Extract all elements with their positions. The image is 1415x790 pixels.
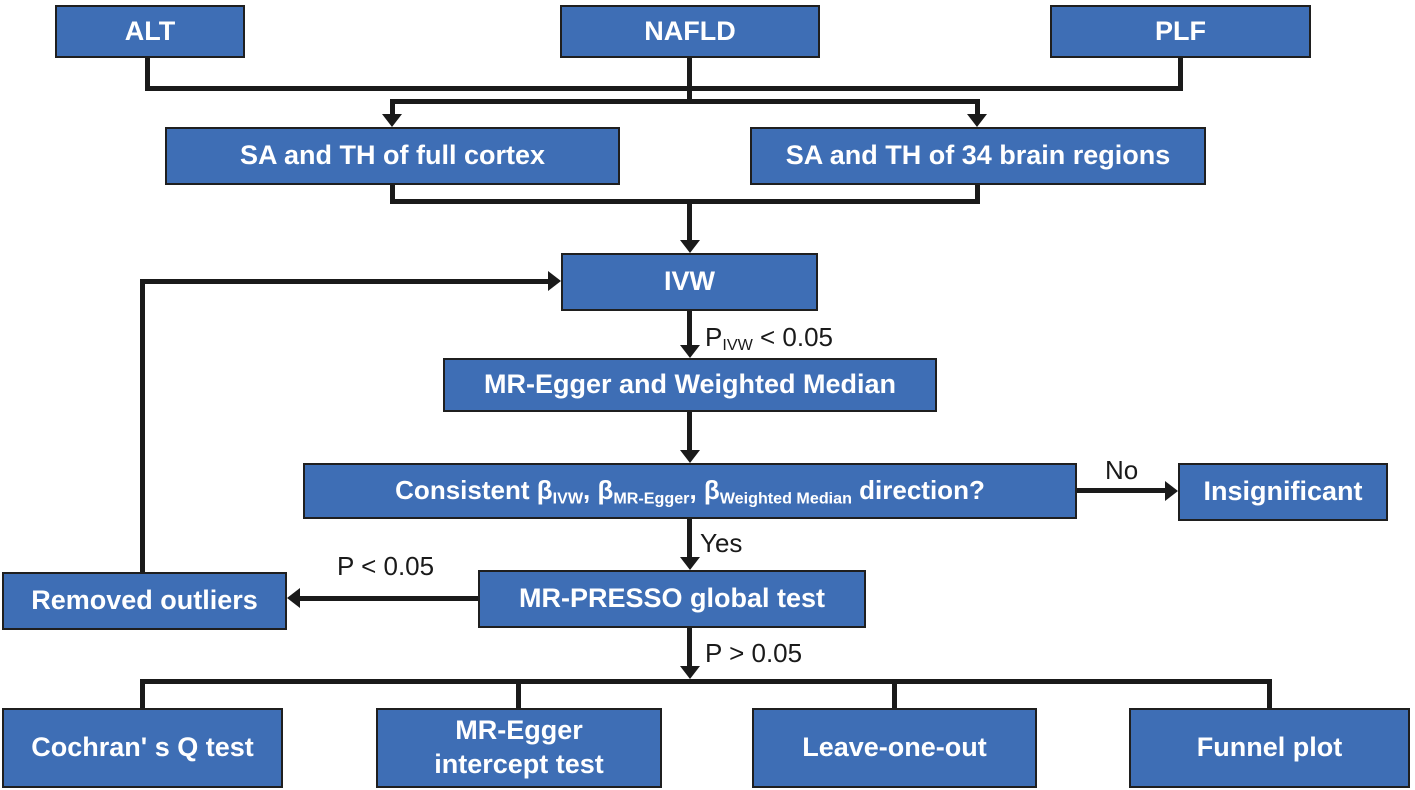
node-removed-outliers: Removed outliers xyxy=(2,572,287,630)
consistency-sub-ivw: IVW xyxy=(552,489,584,508)
node-full-cortex: SA and TH of full cortex xyxy=(165,127,620,185)
connector-p-less-branch xyxy=(300,596,478,601)
node-plf: PLF xyxy=(1050,5,1311,58)
connector-to-ivw xyxy=(687,199,692,241)
egger-intercept-line1: MR-Egger xyxy=(455,715,583,746)
connector-no-branch xyxy=(1077,488,1166,493)
consistency-sub-weighted-median: Weighted Median xyxy=(719,489,852,508)
connector-eggerwm-down xyxy=(687,412,692,451)
connector-bus-bottom xyxy=(140,679,1272,684)
node-cochran-q-test-label: Cochran' s Q test xyxy=(31,732,254,763)
edge-label-yes: Yes xyxy=(700,528,743,558)
node-insignificant-label: Insignificant xyxy=(1203,476,1363,507)
arrowhead-to-brain-regions xyxy=(967,114,987,127)
connector-egger-intercept-drop xyxy=(516,684,521,708)
arrowhead-to-ivw xyxy=(680,240,700,253)
node-nafld-label: NAFLD xyxy=(644,15,736,46)
node-leave-one-out: Leave-one-out xyxy=(752,708,1037,788)
node-full-cortex-label: SA and TH of full cortex xyxy=(239,140,545,171)
arrowhead-to-egger-wm xyxy=(680,345,700,358)
node-brain-regions-label: SA and TH of 34 brain regions xyxy=(785,140,1171,171)
node-insignificant: Insignificant xyxy=(1178,463,1388,521)
node-cochran-q-test: Cochran' s Q test xyxy=(2,708,283,788)
node-leave-one-out-label: Leave-one-out xyxy=(802,732,987,763)
arrowhead-feedback-to-ivw xyxy=(548,271,561,291)
arrowhead-to-insignificant xyxy=(1165,481,1178,501)
node-egger-weighted-median-label: MR-Egger and Weighted Median xyxy=(483,369,896,400)
connector-cochran-drop xyxy=(140,679,145,708)
arrowhead-to-full-cortex xyxy=(382,114,402,127)
arrowhead-to-sensitivity-bus xyxy=(680,666,700,679)
connector-feedback-vertical xyxy=(140,283,145,572)
consistency-sep1: , β xyxy=(583,474,614,505)
node-egger-weighted-median: MR-Egger and Weighted Median xyxy=(443,358,937,412)
node-ivw: IVW xyxy=(561,253,818,311)
p-ivw-rest: < 0.05 xyxy=(752,322,834,352)
connector-leave-one-out-drop xyxy=(892,684,897,708)
arrowhead-to-consistency xyxy=(680,450,700,463)
connector-full-cortex-drop xyxy=(390,185,395,204)
connector-feedback-horizontal xyxy=(140,279,548,284)
arrowhead-to-mr-presso xyxy=(680,557,700,570)
node-alt: ALT xyxy=(55,5,245,58)
node-plf-label: PLF xyxy=(1155,15,1206,46)
connector-to-brain-regions xyxy=(975,99,980,115)
egger-intercept-line2: intercept test xyxy=(434,749,604,779)
node-funnel-plot: Funnel plot xyxy=(1129,708,1410,788)
connector-bus-top-a xyxy=(145,86,1183,91)
p-ivw-prefix: P xyxy=(705,322,723,352)
edge-label-p-less: P < 0.05 xyxy=(337,551,435,581)
node-mr-presso: MR-PRESSO global test xyxy=(478,570,866,628)
arrowhead-to-removed-outliers xyxy=(287,588,300,608)
edge-label-p-greater: P > 0.05 xyxy=(705,638,803,668)
edge-label-p-ivw: PIVW < 0.05 xyxy=(705,322,833,355)
consistency-sep2: , β xyxy=(689,474,720,505)
connector-brain-regions-drop xyxy=(975,185,980,204)
connector-bus-top-b xyxy=(390,99,980,104)
connector-nafld-drop xyxy=(687,58,692,104)
node-nafld: NAFLD xyxy=(560,5,820,58)
consistency-sub-mr-egger: MR-Egger xyxy=(613,489,690,508)
node-brain-regions: SA and TH of 34 brain regions xyxy=(750,127,1206,185)
consistency-pre: Consistent β xyxy=(395,474,553,505)
connector-p-greater-branch xyxy=(687,628,692,667)
edge-label-no: No xyxy=(1105,455,1139,485)
p-ivw-subscript: IVW xyxy=(722,336,753,355)
node-removed-outliers-label: Removed outliers xyxy=(31,585,258,616)
node-ivw-label: IVW xyxy=(664,266,715,297)
node-mr-presso-label: MR-PRESSO global test xyxy=(518,583,826,614)
connector-ivw-down xyxy=(687,311,692,346)
connector-yes-branch xyxy=(687,519,692,558)
connector-alt-drop xyxy=(145,58,150,91)
connector-to-full-cortex xyxy=(390,99,395,115)
connector-bus-mid xyxy=(390,199,980,204)
node-alt-label: ALT xyxy=(124,15,176,46)
connector-funnel-drop xyxy=(1267,679,1272,708)
node-consistency: Consistent βIVW, βMR-Egger, βWeighted Me… xyxy=(303,463,1077,519)
consistency-post: direction? xyxy=(851,474,985,505)
connector-plf-drop xyxy=(1178,58,1183,91)
node-funnel-plot-label: Funnel plot xyxy=(1196,732,1343,763)
node-consistency-label: Consistent βIVW, βMR-Egger, βWeighted Me… xyxy=(395,474,985,509)
